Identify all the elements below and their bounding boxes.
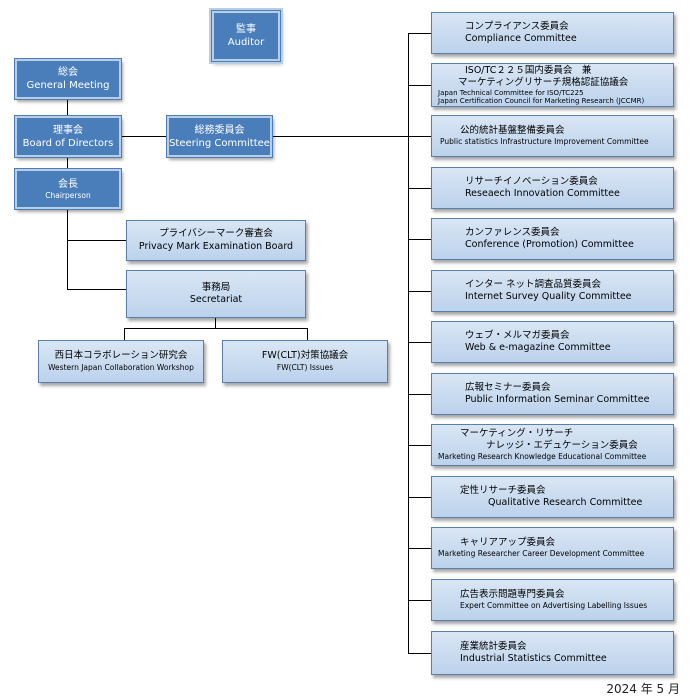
steering-ja: 総務委員会 — [194, 124, 245, 136]
connector-tick — [408, 33, 431, 34]
committee-ja: 産業統計委員会 — [460, 640, 527, 652]
committee-en: Public statistics Infrastructure Improve… — [440, 137, 649, 147]
committee-ja: コンプライアンス委員会 — [465, 20, 569, 32]
committee-en: Internet Survey Quality Committee — [465, 291, 632, 302]
connector-tick — [408, 600, 431, 601]
date-label: 2024 年 5 月 — [606, 682, 680, 696]
committee-box: 定性リサーチ委員会 Qualitative Research Committee — [431, 476, 674, 518]
committee-ja: ISO/TC２２５国内委員会 兼 — [465, 64, 592, 76]
general-meeting-ja: 総会 — [58, 67, 78, 78]
committee-ja: リサーチイノベーション委員会 — [465, 175, 598, 187]
auditor-ja: 監事 — [236, 24, 256, 35]
connector-board-chair — [67, 157, 68, 169]
auditor-en: Auditor — [227, 37, 265, 48]
committee-box: カンファレンス委員会 Conference (Promotion) Commit… — [431, 218, 674, 260]
western-japan-box: 西日本コラボレーション研究会 Western Japan Collaborati… — [38, 340, 204, 383]
chairperson-en: Chairperson — [45, 190, 91, 200]
committee-box: マーケティング・リサーチ ナレッジ・エデュケーション委員会 Marketing … — [431, 424, 674, 466]
general-meeting-en: General Meeting — [26, 80, 110, 91]
committee-box: リサーチイノベーション委員会 Reseaech Innovation Commi… — [431, 167, 674, 209]
auditor-box: 監事 Auditor — [212, 11, 280, 61]
general-meeting-box: 総会 General Meeting — [15, 59, 121, 99]
committee-box: キャリアアップ委員会 Marketing Researcher Career D… — [431, 527, 674, 569]
committee-box: インター ネット調査品質委員会 Internet Survey Quality … — [431, 270, 674, 312]
connector-tick — [408, 548, 431, 549]
committee-box: ISO/TC２２５国内委員会 兼 マーケティングリサーチ規格認証協議会 Japa… — [431, 63, 674, 107]
committee-ja: 定性リサーチ委員会 — [460, 484, 546, 496]
committee-ja: インター ネット調査品質委員会 — [465, 278, 602, 290]
committee-en: Industrial Statistics Committee — [460, 653, 607, 664]
connector-tick — [408, 85, 431, 86]
committee-en: Qualitative Research Committee — [488, 497, 643, 508]
connector-secretariat-down — [215, 318, 216, 328]
connector-tick — [408, 653, 431, 654]
committee-box: 公的統計基盤整備委員会 Public statistics Infrastruc… — [431, 115, 674, 157]
privacy-mark-ja: プライバシーマーク審査会 — [159, 228, 273, 240]
committee-en: Public Information Seminar Committee — [465, 394, 650, 405]
committee-en: Japan Technical Committee for ISO/TC225 — [438, 89, 584, 98]
committee-box: ウェブ・メルマガ委員会 Web & e-magazine Committee — [431, 321, 674, 363]
board-ja: 理事会 — [53, 124, 83, 136]
connector-tick — [408, 497, 431, 498]
committee-ja: ウェブ・メルマガ委員会 — [465, 329, 570, 341]
connector-branch-western — [124, 328, 125, 340]
committee-en: Reseaech Innovation Committee — [465, 188, 620, 199]
committee-en: Marketing Researcher Career Development … — [438, 549, 645, 559]
board-box: 理事会 Board of Directors — [15, 116, 121, 157]
committee-box: 産業統計委員会 Industrial Statistics Committee — [431, 631, 674, 675]
fw-clt-box: FW(CLT)対策協議会 FW(CLT) Issues — [222, 340, 388, 383]
committee-box: 広告表示問題専門委員会 Expert Committee on Advertis… — [431, 579, 674, 621]
connector-tick — [408, 291, 431, 292]
committee-en: Web & e-magazine Committee — [465, 342, 611, 353]
connector-steering-committees — [272, 136, 408, 137]
connector-chair-privacy — [67, 240, 126, 241]
chairperson-box: 会長 Chairperson — [15, 169, 121, 209]
connector-general-board — [67, 99, 68, 116]
connector-branch-fw — [307, 328, 308, 340]
western-japan-ja: 西日本コラボレーション研究会 — [54, 350, 188, 362]
steering-box: 総務委員会 Steering Committee — [167, 116, 272, 157]
privacy-mark-box: プライバシーマーク審査会 Privacy Mark Examination Bo… — [126, 220, 306, 261]
committee-ja: マーケティング・リサーチ — [460, 427, 574, 439]
committee-ja: 公的統計基盤整備委員会 — [460, 124, 565, 136]
chairperson-ja: 会長 — [58, 178, 78, 190]
connector-tick — [408, 394, 431, 395]
connector-board-steering — [121, 136, 167, 137]
fw-clt-en: FW(CLT) Issues — [276, 362, 334, 372]
connector-tick — [408, 342, 431, 343]
committee-en: Compliance Committee — [465, 33, 577, 44]
committee-ja: 広報セミナー委員会 — [465, 381, 551, 393]
committee-en-line2: Japan Certification Council for Marketin… — [438, 97, 645, 106]
fw-clt-ja: FW(CLT)対策協議会 — [261, 350, 349, 362]
connector-chair-trunk — [67, 209, 68, 289]
committee-en: Conference (Promotion) Committee — [465, 239, 634, 250]
connector-tick — [408, 188, 431, 189]
western-japan-en: Western Japan Collaboration Workshop — [48, 362, 194, 372]
secretariat-en: Secretariat — [189, 294, 243, 305]
committee-box: コンプライアンス委員会 Compliance Committee — [431, 12, 674, 54]
steering-en: Steering Committee — [169, 137, 270, 149]
committee-box: 広報セミナー委員会 Public Information Seminar Com… — [431, 373, 674, 415]
connector-tick — [408, 239, 431, 240]
connector-tick — [408, 445, 431, 446]
connector-tick — [408, 136, 431, 137]
committee-ja: カンファレンス委員会 — [465, 226, 560, 238]
committee-ja-line2: マーケティングリサーチ規格認証協議会 — [458, 76, 629, 88]
secretariat-ja: 事務局 — [201, 281, 231, 293]
committee-en: Expert Committee on Advertising Labellin… — [460, 601, 648, 611]
connector-committees-trunk — [408, 33, 409, 654]
board-en: Board of Directors — [22, 137, 114, 149]
committee-ja: 広告表示問題専門委員会 — [460, 588, 565, 600]
committee-ja: キャリアアップ委員会 — [460, 536, 556, 548]
connector-secretariat-branch — [124, 328, 308, 329]
secretariat-box: 事務局 Secretariat — [126, 270, 306, 318]
committee-ja-line2: ナレッジ・エデュケーション委員会 — [486, 440, 638, 452]
connector-chair-secretariat — [67, 289, 126, 290]
committee-en: Marketing Research Knowledge Educational… — [438, 452, 647, 462]
privacy-mark-en: Privacy Mark Examination Board — [138, 240, 294, 252]
